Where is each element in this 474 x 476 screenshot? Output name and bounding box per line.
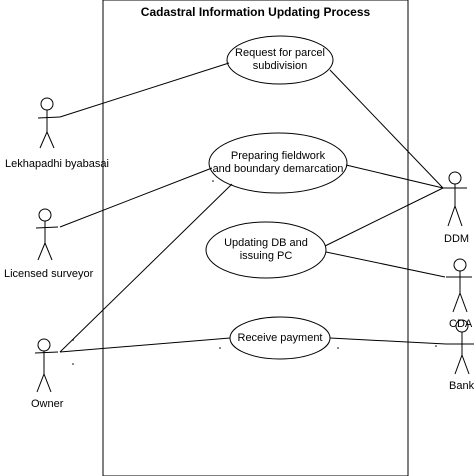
- assoc-updating-cda: [325, 251, 446, 278]
- actor-lekhapadhi-figure: [37, 97, 61, 149]
- use-case-updating-line2: issuing PC: [239, 250, 293, 262]
- use-case-request-ellipse: [226, 35, 334, 85]
- system-boundary: [102, 0, 409, 476]
- actor-bank-label: Bank: [449, 380, 474, 392]
- actor-surveyor-label: Licensed surveyor: [4, 268, 94, 280]
- use-case-payment-line1: Receive payment: [237, 332, 323, 344]
- assoc-surveyor-preparing: [59, 167, 213, 228]
- assoc-updating-ddm: [324, 187, 444, 247]
- use-case-preparing-line1: Preparing fieldwork: [230, 150, 326, 162]
- stray-dots: [72, 180, 437, 365]
- actor-owner-label: Owner: [31, 398, 64, 410]
- actor-lekhapadhi-label: Lekhapadhi byabasai: [5, 158, 109, 170]
- use-case-updating-ellipse: [205, 221, 327, 279]
- assoc-owner-preparing: [59, 183, 233, 353]
- actor-ddm-label: DDM: [444, 233, 470, 245]
- actor-owner-figure: [34, 338, 59, 393]
- actor-cda-label: CDA: [449, 318, 473, 330]
- use-case-preparing-line2: and boundary demarcation: [212, 163, 344, 175]
- actor-bank-figure: [446, 319, 474, 375]
- use-case-request-line1: Request for parcel: [235, 47, 325, 59]
- system-title: Cadastral Information Updating Process: [140, 5, 371, 19]
- use-case-request-line2: subdivision: [252, 60, 308, 72]
- actor-surveyor-figure: [35, 208, 59, 261]
- associations: [59, 62, 447, 353]
- assoc-lekhapadhi-request: [59, 62, 230, 118]
- assoc-preparing-ddm: [345, 164, 444, 189]
- assoc-request-ddm: [329, 69, 444, 189]
- use-case-request-label: Request for parcel subdivision: [220, 47, 340, 73]
- use-case-updating-line1: Updating DB and: [224, 237, 308, 249]
- use-case-preparing-label: Preparing fieldwork and boundary demarca…: [203, 150, 353, 176]
- assoc-owner-payment: [59, 337, 231, 353]
- actor-ddm-figure: [443, 171, 467, 227]
- actor-cda-figure: [446, 258, 472, 313]
- use-case-preparing-ellipse: [208, 132, 348, 194]
- assoc-payment-bank: [329, 337, 447, 345]
- use-case-updating-label: Updating DB and issuing PC: [208, 237, 324, 263]
- use-case-payment-label: Receive payment: [225, 332, 335, 345]
